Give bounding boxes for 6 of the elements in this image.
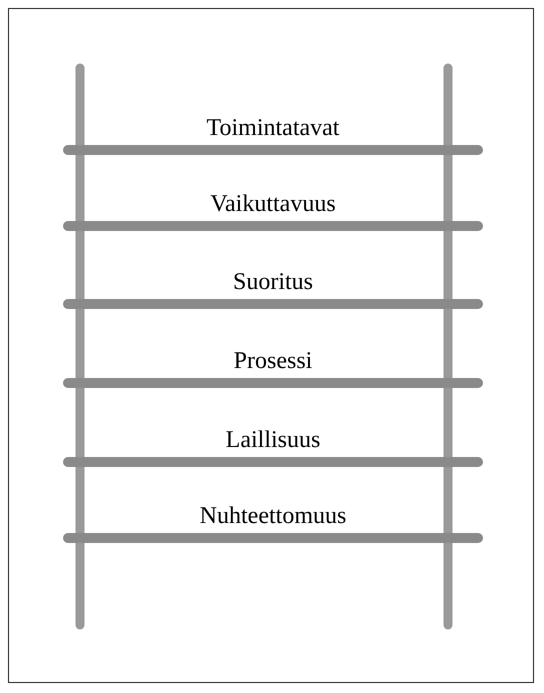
rung-label: Suoritus (233, 270, 313, 294)
rung-label: Toimintatavat (206, 116, 340, 140)
rung-label: Laillisuus (226, 428, 320, 452)
rung-label: Vaikuttavuus (210, 192, 336, 216)
rung-label: Nuhteettomuus (200, 504, 346, 528)
rung-label: Prosessi (234, 349, 312, 373)
